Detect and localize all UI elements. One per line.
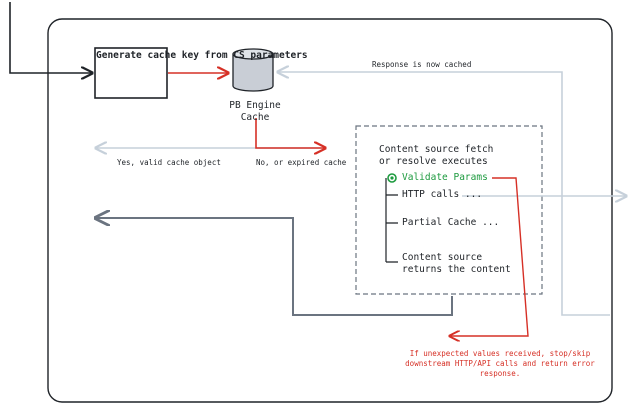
step-validate-params: Validate Params: [402, 172, 488, 183]
error-notice: If unexpected values received, stop/skip…: [405, 349, 595, 378]
error-path: [450, 177, 529, 336]
generate-cache-key-box: [94, 47, 168, 99]
cached-response-label: Response is now cached: [372, 60, 472, 69]
content-return-path: [96, 218, 453, 316]
cache-hit-label: Yes, valid cache object: [117, 158, 221, 167]
generate-cache-key-label: Generate cache key from CS parameters: [96, 50, 308, 61]
content-source-box: [355, 125, 543, 295]
cache-miss-label: No, or expired cache: [256, 158, 347, 167]
step-http-calls: HTTP calls ...: [402, 189, 483, 200]
engine-cache-label: PB Engine Cache: [229, 100, 281, 123]
content-source-title: Content source fetch or resolve executes: [379, 144, 494, 167]
step-content-returned: Content source returns the content: [402, 252, 511, 275]
cached-response-path: [278, 72, 610, 316]
step-partial-cache: Partial Cache ...: [402, 217, 500, 228]
incoming-request-arrow: [9, 2, 92, 73]
steps-bracket: [385, 178, 398, 263]
cache-miss-arrow: [255, 118, 325, 148]
engine-cache-cylinder: [232, 48, 274, 92]
outer-frame: [47, 18, 613, 403]
